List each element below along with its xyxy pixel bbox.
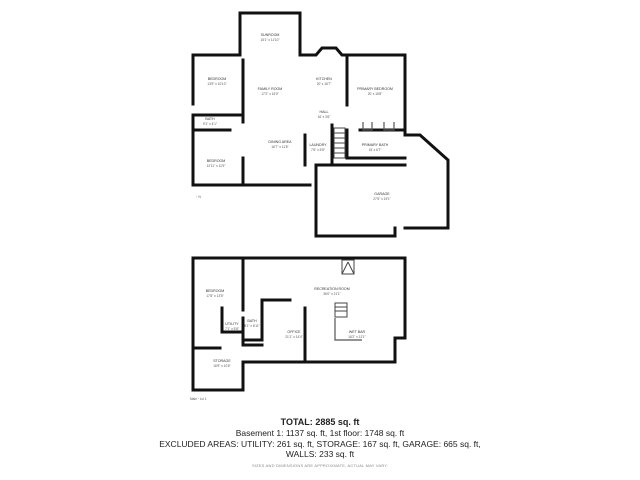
room-dims-kitchen: 20' x 16'7" [317, 82, 332, 86]
sunroom-walls [238, 11, 302, 57]
room-dims-office: 21'1" x 14'4" [285, 335, 302, 339]
room-dims-bedroom: 17'8" x 13'5" [206, 294, 223, 298]
front-wall [241, 156, 312, 187]
room-name-storage: STORAGE [213, 359, 231, 363]
room-name-bedroom: BEDROOM [206, 289, 225, 293]
room-dims-hall: 16' x 3'6" [318, 115, 331, 119]
room-name-office: OFFICE [287, 330, 301, 334]
room-name-sunroom: SUNROOM [261, 33, 280, 37]
walls-area: WALLS: 233 sq. ft [285, 449, 355, 459]
bath2-walls [220, 306, 245, 334]
first-floor-plan: SUNROOM 15'1" x 11'10" BEDROOM 13'9" x 1… [191, 11, 450, 238]
disclaimer: SIZES AND DIMENSIONS ARE APPROXIMATE, AC… [251, 462, 389, 468]
room-dims-bath: 9'1" x 4'1" [203, 122, 217, 126]
room-dims-dining-area: 16'7" x 11'8" [271, 145, 288, 149]
room-dims-storage: 16'9" x 10'6" [213, 364, 230, 368]
room-dims-laundry: 7'6" x 5'8" [311, 148, 325, 152]
room-name-kitchen: KITCHEN [316, 77, 332, 81]
room-dims-recreation-room: 36'0" x 21'1" [323, 292, 340, 296]
room-name-primary-bath: PRIMARY BATH [362, 143, 389, 147]
room-dims-bedroom: 12'11" x 11'9" [207, 164, 226, 168]
floor-areas: Basement 1: 1137 sq. ft, 1st floor: 1748… [235, 428, 405, 438]
room-name-recreation-room: RECREATION ROOM [314, 287, 349, 291]
room-dims-bedroom: 13'9" x 10'10" [207, 82, 226, 86]
room-dims-garage: 27'5" x 19'1" [373, 197, 390, 201]
area-summary: TOTAL: 2885 sq. ft Basement 1: 1137 sq. … [0, 417, 640, 468]
room-name-primary-bedroom: PRIMARY BEDROOM [357, 87, 393, 91]
room-name-bath: BATH [205, 117, 215, 121]
room-name-laundry: LAUNDRY [309, 143, 327, 147]
utility-walls [241, 298, 264, 342]
room-name-hall: HALL [320, 110, 329, 114]
room-dims-wet-bar: 16'2" x 12'1" [348, 335, 365, 339]
room-dims-primary-bath: 15' x 6'7" [369, 148, 382, 152]
compass-note: ↑ N [196, 195, 201, 199]
floor-plan: SUNROOM 15'1" x 11'10" BEDROOM 13'9" x 1… [190, 11, 450, 401]
room-name-family-room: FAMILY ROOM [258, 87, 283, 91]
level-note: Main · Lvl 1 [190, 397, 207, 401]
room-name-dining-area: DINING AREA [268, 140, 292, 144]
excluded-areas: EXCLUDED AREAS: UTILITY: 261 sq. ft, STO… [159, 438, 481, 449]
basement-outer-wall [191, 256, 407, 392]
closet [362, 122, 373, 131]
room-dims-bath: 8'1" x 6'11" [244, 324, 259, 328]
room-dims-utility: 7'1" x 5'8" [225, 327, 239, 331]
room-dims-sunroom: 15'1" x 11'10" [260, 38, 279, 42]
basement-floor-plan: BEDROOM 17'8" x 13'5" RECREATION ROOM 36… [190, 256, 407, 401]
room-dims-family-room: 17'2" x 16'0" [261, 92, 278, 96]
room-name-utility: UTILITY [225, 322, 239, 326]
room-name-bath: BATH [247, 319, 257, 323]
room-name-garage: GARAGE [374, 192, 390, 196]
wetbar-walls [334, 318, 362, 341]
main-outer-wall-left [191, 53, 242, 106]
main-outer-wall [298, 46, 407, 137]
bath-left-wall [191, 113, 245, 187]
total-area: TOTAL: 2885 sq. ft [0, 417, 640, 428]
total-label: TOTAL: [280, 417, 313, 427]
garage-walls [403, 133, 450, 230]
room-name-wet-bar: WET BAR [349, 330, 366, 334]
stairs [333, 127, 346, 159]
room-dims-primary-bedroom: 20' x 15'8" [368, 92, 383, 96]
total-value: 2885 sq. ft [315, 417, 360, 427]
room-name-bedroom: BEDROOM [207, 159, 226, 163]
fireplace [341, 259, 355, 275]
room-name-bedroom: BEDROOM [208, 77, 227, 81]
basement-stairs [334, 302, 348, 318]
closet [383, 122, 395, 131]
